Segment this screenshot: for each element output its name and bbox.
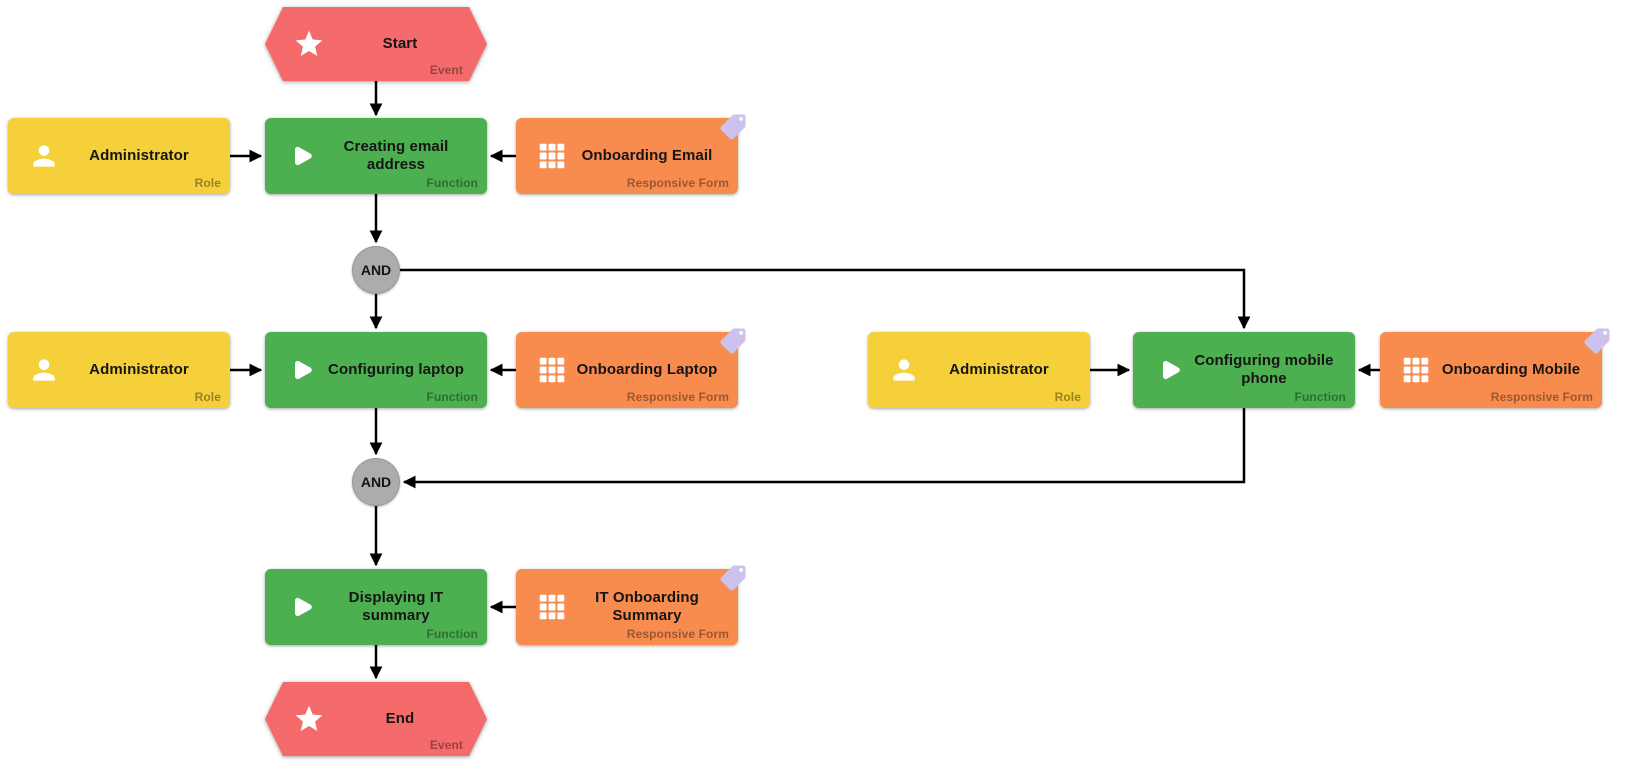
node-label: Administrator — [89, 146, 189, 164]
edge-configuring-mobile-to-and-join — [402, 408, 1246, 489]
and-connector-join[interactable]: AND — [352, 458, 400, 506]
and-connector-split[interactable]: AND — [352, 246, 400, 294]
connector-label: AND — [360, 474, 392, 490]
node-type-label: Function — [426, 176, 478, 190]
grid-icon — [536, 140, 568, 172]
node-type-label: Responsive Form — [626, 176, 729, 190]
edge-and-split-to-configuring-mobile — [400, 268, 1251, 330]
event-node-end[interactable]: End Event — [265, 682, 487, 756]
grid-icon — [1400, 354, 1432, 386]
node-label: Creating email address — [343, 137, 449, 173]
node-label: Start — [382, 34, 418, 52]
role-node-administrator-email[interactable]: Administrator Role — [8, 118, 230, 194]
node-type-label: Responsive Form — [626, 390, 729, 404]
node-type-label: Role — [1054, 390, 1081, 404]
star-icon — [293, 703, 325, 735]
form-node-onboarding-mobile[interactable]: Onboarding Mobile Responsive Form — [1380, 328, 1610, 408]
function-node-configuring-mobile-phone[interactable]: Configuring mobile phone Function — [1133, 332, 1355, 408]
form-node-it-onboarding-summary[interactable]: IT Onboarding Summary Responsive Form — [516, 565, 746, 645]
node-label: Configuring mobile phone — [1194, 351, 1334, 387]
form-node-onboarding-email[interactable]: Onboarding Email Responsive Form — [516, 114, 746, 194]
connector-label: AND — [360, 262, 392, 278]
node-type-label: Event — [429, 738, 463, 752]
node-label: IT Onboarding Summary — [595, 588, 699, 624]
node-label: End — [385, 709, 415, 727]
tag-icon — [718, 112, 748, 142]
node-label: Administrator — [949, 360, 1049, 378]
event-node-start-shape: Start Event — [265, 7, 487, 81]
play-icon — [285, 354, 317, 386]
node-type-label: Function — [426, 627, 478, 641]
node-type-label: Role — [194, 176, 221, 190]
person-icon — [28, 140, 60, 172]
node-type-label: Responsive Form — [626, 627, 729, 641]
tag-icon — [1582, 326, 1612, 356]
function-node-creating-email-address[interactable]: Creating email address Function — [265, 118, 487, 194]
node-label: Configuring laptop — [328, 360, 464, 378]
star-icon — [293, 28, 325, 60]
event-node-start[interactable]: Start Event — [265, 7, 487, 81]
role-node-administrator-mobile[interactable]: Administrator Role — [868, 332, 1090, 408]
node-label: Onboarding Email — [581, 146, 713, 164]
play-icon — [285, 140, 317, 172]
node-label: Administrator — [89, 360, 189, 378]
node-type-label: Role — [194, 390, 221, 404]
node-label: Displaying IT summary — [348, 588, 444, 624]
play-icon — [285, 591, 317, 623]
person-icon — [28, 354, 60, 386]
tag-icon — [718, 326, 748, 356]
grid-icon — [536, 591, 568, 623]
node-type-label: Function — [1294, 390, 1346, 404]
play-icon — [1153, 354, 1185, 386]
role-node-administrator-laptop[interactable]: Administrator Role — [8, 332, 230, 408]
person-icon — [888, 354, 920, 386]
function-node-displaying-it-summary[interactable]: Displaying IT summary Function — [265, 569, 487, 645]
node-type-label: Function — [426, 390, 478, 404]
grid-icon — [536, 354, 568, 386]
form-node-onboarding-laptop[interactable]: Onboarding Laptop Responsive Form — [516, 328, 746, 408]
event-node-end-shape: End Event — [265, 682, 487, 756]
node-type-label: Event — [429, 63, 463, 77]
node-type-label: Responsive Form — [1490, 390, 1593, 404]
node-label: Onboarding Mobile — [1441, 360, 1581, 378]
function-node-configuring-laptop[interactable]: Configuring laptop Function — [265, 332, 487, 408]
node-label: Onboarding Laptop — [576, 360, 718, 378]
